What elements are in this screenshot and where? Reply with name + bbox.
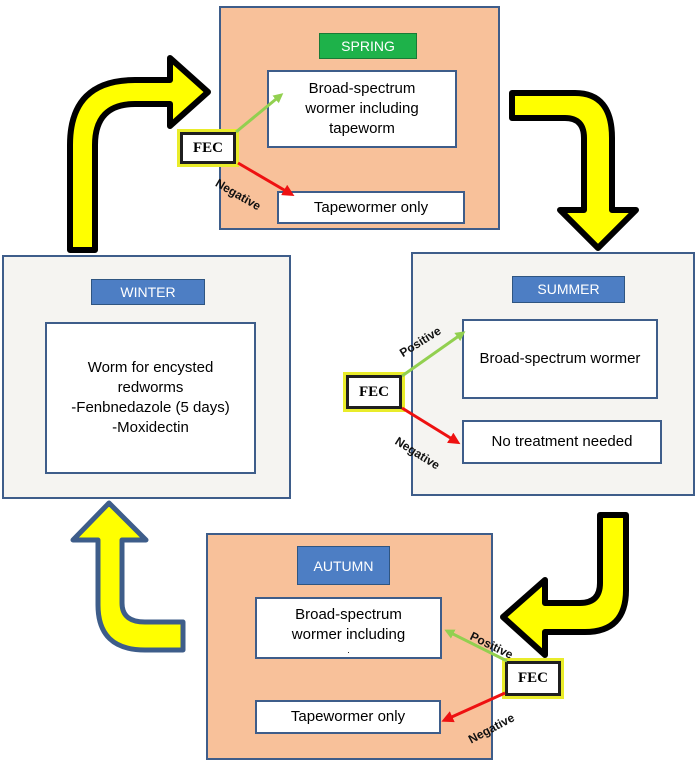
cycle-arrow-spring-to-summer <box>509 90 639 251</box>
autumn-fec-box: FEC <box>502 658 564 699</box>
summer-positive-treatment: Broad-spectrum wormer <box>462 319 658 399</box>
winter-line: Worm for encysted <box>87 359 214 376</box>
winter-line: redworms <box>117 379 184 396</box>
spring-title: SPRING <box>319 33 417 59</box>
autumn-negative-treatment: Tapewormer only <box>255 700 441 734</box>
winter-treatment: Worm for encysted redworms -Fenbnedazole… <box>45 322 256 474</box>
summer-negative-treatment: No treatment needed <box>462 420 662 464</box>
spring-positive-treatment: Broad-spectrum wormer including tapeworm <box>267 70 457 148</box>
spring-positive-line: tapeworm <box>329 120 395 137</box>
winter-title: WINTER <box>91 279 205 305</box>
spring-negative-treatment: Tapewormer only <box>277 191 465 224</box>
winter-line: -Moxidectin <box>112 419 189 436</box>
spring-fec-box: FEC <box>177 129 239 167</box>
autumn-positive-line: . <box>347 645 350 655</box>
spring-positive-arrow <box>235 93 284 134</box>
summer-fec-box: FEC <box>343 372 405 412</box>
spring-negative-arrow <box>237 161 295 197</box>
autumn-positive-arrow <box>444 629 508 663</box>
cycle-arrow-winter-to-spring <box>67 55 211 253</box>
spring-positive-line: wormer including <box>305 100 419 117</box>
autumn-positive-treatment: Broad-spectrum wormer including . <box>255 597 442 659</box>
autumn-title: AUTUMN <box>297 546 390 585</box>
autumn-negative-arrow <box>441 691 506 723</box>
autumn-positive-line: Broad-spectrum <box>295 606 402 623</box>
autumn-positive-line: wormer including <box>291 626 406 643</box>
summer-negative-arrow <box>401 406 461 445</box>
summer-positive-arrow <box>401 331 466 378</box>
spring-positive-line: Broad-spectrum <box>308 80 416 97</box>
cycle-arrow-autumn-to-winter <box>70 500 186 653</box>
winter-line: -Fenbnedazole (5 days) <box>71 399 230 416</box>
cycle-arrow-summer-to-autumn <box>500 512 629 658</box>
summer-title: SUMMER <box>512 276 625 303</box>
